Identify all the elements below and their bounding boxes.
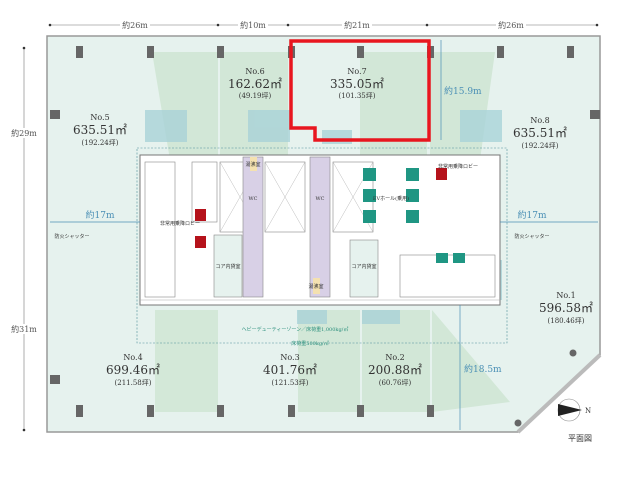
svg-text:No.2: No.2 (385, 353, 404, 362)
dim-width-right: 約17m (518, 209, 547, 221)
svg-text:(180.46坪): (180.46坪) (548, 317, 585, 325)
svg-text:635.51㎡: 635.51㎡ (73, 123, 127, 137)
dim-depth-no1: 約18.5m (464, 363, 502, 375)
kitchen-label-1: 湯沸室 (245, 161, 260, 168)
svg-text:(60.76坪): (60.76坪) (379, 379, 412, 387)
svg-text:N: N (585, 407, 591, 415)
svg-text:596.58㎡: 596.58㎡ (539, 301, 593, 315)
dim-top-2: 約10m (240, 20, 266, 30)
unit-no1[interactable]: No.1 596.58㎡ (180.46坪) (539, 291, 593, 325)
dim-left-upper: 約29m (11, 128, 37, 138)
svg-text:699.46㎡: 699.46㎡ (106, 363, 160, 377)
dim-top-1: 約26m (122, 20, 148, 30)
wc-label-2: WC (316, 196, 325, 202)
left-dimension-line: 約29m 約31m (10, 46, 38, 432)
green-zones (152, 52, 510, 412)
svg-text:No.1: No.1 (556, 291, 575, 300)
svg-text:No.4: No.4 (123, 353, 142, 362)
plan-title: 平面図 (568, 434, 592, 443)
heavy-duty-zone (136, 147, 508, 344)
svg-text:No.3: No.3 (280, 353, 299, 362)
svg-text:No.7: No.7 (347, 67, 366, 76)
unit-no8[interactable]: No.8 635.51㎡ (192.24坪) (513, 116, 567, 150)
svg-text:162.62㎡: 162.62㎡ (228, 77, 282, 91)
heavy-duty-label: ヘビーデューティーゾーン／床荷重1,000kg/㎡ (242, 326, 349, 333)
unit-no7-highlight (289, 39, 431, 142)
dim-top-3: 約21m (344, 20, 370, 30)
svg-text:200.88㎡: 200.88㎡ (368, 363, 422, 377)
dim-left-lower: 約31m (11, 324, 37, 334)
top-dimension-line: 約26m 約10m 約21m 約26m (48, 20, 599, 30)
svg-text:No.5: No.5 (90, 113, 109, 122)
dim-width-left: 約17m (86, 209, 115, 221)
svg-text:(211.58坪): (211.58坪) (115, 379, 152, 387)
svg-text:335.05㎡: 335.05㎡ (330, 77, 384, 91)
unit-no2[interactable]: No.2 200.88㎡ (60.76坪) (368, 353, 422, 387)
unit-no7[interactable]: No.7 335.05㎡ (101.35坪) (330, 67, 384, 100)
emergency-elevators (195, 168, 447, 248)
elevators (363, 168, 465, 263)
core-room-left: コア内貸室 (215, 263, 240, 270)
core-room-right: コア内貸室 (351, 263, 376, 270)
fire-shutter-right: 防火シャッター (514, 233, 549, 240)
dim-top-4: 約26m (498, 20, 524, 30)
emergency-lobby-right: 非常用乗降ロビー (438, 163, 478, 170)
ev-hall-label: EVホール(乗用) (373, 195, 409, 202)
width-arrows: 約17m 約17m 防火シャッター 防火シャッター 約15.9m 約18.5m (50, 40, 598, 430)
unit-no4[interactable]: No.4 699.46㎡ (211.58坪) (106, 353, 160, 387)
wc-label-1: WC (249, 196, 258, 202)
unit-no5[interactable]: No.5 635.51㎡ (192.24坪) (73, 113, 127, 147)
svg-text:(192.24坪): (192.24坪) (522, 142, 559, 150)
floor-load-label: 床荷重500kg/㎡ (291, 340, 328, 347)
svg-text:(121.53坪): (121.53坪) (272, 379, 309, 387)
svg-text:401.76㎡: 401.76㎡ (263, 363, 317, 377)
svg-text:(49.19坪): (49.19坪) (239, 92, 272, 100)
north-compass-icon: N (557, 398, 591, 422)
dim-depth-no7: 約15.9m (444, 85, 482, 97)
unit-no3[interactable]: No.3 401.76㎡ (121.53坪) (263, 353, 317, 387)
emergency-lobby-left: 非常用乗降ロビー (160, 220, 200, 227)
svg-text:(101.35坪): (101.35坪) (339, 92, 376, 100)
unit-no6[interactable]: No.6 162.62㎡ (49.19坪) (228, 67, 282, 100)
svg-text:No.8: No.8 (530, 116, 549, 125)
svg-text:635.51㎡: 635.51㎡ (513, 126, 567, 140)
fire-shutter-left: 防火シャッター (54, 233, 89, 240)
svg-text:(192.24坪): (192.24坪) (82, 139, 119, 147)
svg-text:No.6: No.6 (245, 67, 264, 76)
kitchen-label-2: 湯沸室 (308, 283, 323, 290)
